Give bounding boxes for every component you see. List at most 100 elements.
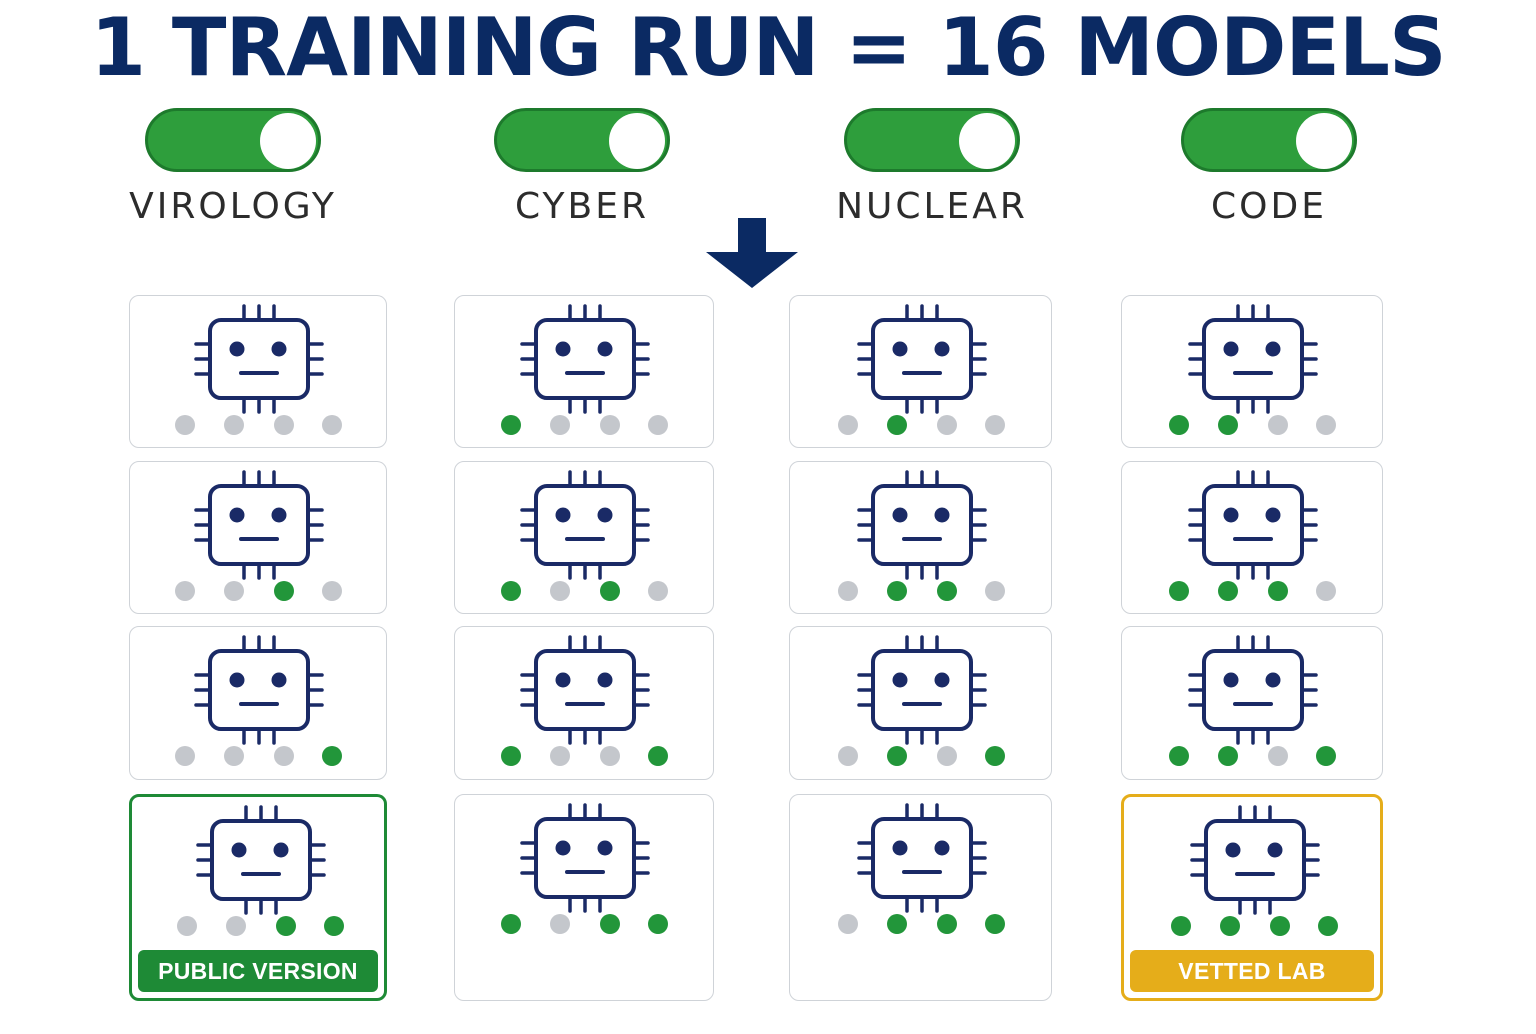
dot-enabled (1169, 415, 1189, 435)
dot-disabled (984, 415, 1005, 435)
dot-enabled (1169, 746, 1189, 766)
dot-enabled (1171, 916, 1191, 936)
dot-disabled (550, 746, 570, 766)
vetted-version-badge: VETTED LAB VERSION (1130, 950, 1374, 1026)
toggle-label: CYBER (515, 186, 649, 227)
chip-robot-icon (1190, 805, 1320, 915)
dot-disabled (648, 415, 668, 435)
chip-robot-icon (196, 805, 326, 915)
dot-enabled (501, 746, 521, 766)
model-card[interactable]: PUBLIC VERSION (129, 794, 387, 1001)
public-version-badge: PUBLIC VERSION (138, 950, 378, 992)
dot-disabled (837, 415, 858, 435)
model-card[interactable] (789, 295, 1052, 448)
capability-dots (790, 914, 1051, 936)
chip-robot-icon (856, 304, 987, 414)
dot-disabled (550, 581, 570, 601)
dot-disabled (1316, 415, 1336, 435)
dot-disabled (226, 916, 246, 936)
dot-enabled (600, 914, 620, 934)
model-card[interactable]: VETTED LAB VERSION (1121, 794, 1383, 1026)
model-card[interactable] (1121, 295, 1383, 448)
dot-disabled (274, 415, 294, 435)
dot-disabled (322, 415, 342, 435)
capability-dots (1122, 415, 1382, 437)
model-card[interactable] (789, 794, 1052, 1001)
model-card[interactable] (129, 626, 387, 780)
toggle-cyber[interactable] (494, 108, 670, 172)
dot-disabled (224, 746, 244, 766)
capability-dots (790, 746, 1051, 768)
model-card[interactable] (454, 626, 714, 780)
dot-disabled (175, 746, 195, 766)
model-card[interactable] (1121, 626, 1383, 780)
dot-disabled (837, 746, 858, 766)
toggle-label: NUCLEAR (836, 186, 1028, 227)
dot-disabled (648, 581, 668, 601)
model-card[interactable] (789, 626, 1052, 780)
dot-disabled (322, 581, 342, 601)
dot-enabled (501, 581, 521, 601)
toggle-virology[interactable] (145, 108, 321, 172)
dot-enabled (1218, 415, 1238, 435)
dot-disabled (550, 415, 570, 435)
dot-enabled (1218, 746, 1238, 766)
toggle-group-nuclear: NUCLEAR (812, 108, 1052, 227)
dot-enabled (886, 914, 907, 934)
capability-dots (130, 581, 386, 603)
chip-robot-icon (1188, 304, 1318, 414)
dot-disabled (984, 581, 1005, 601)
down-arrow-icon (706, 218, 798, 288)
chip-robot-icon (856, 635, 987, 745)
chip-robot-icon (520, 304, 650, 414)
model-card[interactable] (789, 461, 1052, 614)
toggle-group-virology: VIROLOGY (113, 108, 353, 227)
dot-enabled (1316, 746, 1336, 766)
capability-dots (1124, 916, 1380, 938)
chip-robot-icon (194, 470, 324, 580)
dot-enabled (648, 746, 668, 766)
capability-dots (455, 914, 713, 936)
dot-enabled (1169, 581, 1189, 601)
dot-disabled (224, 415, 244, 435)
chip-robot-icon (1188, 635, 1318, 745)
model-card[interactable] (129, 295, 387, 448)
dot-disabled (550, 914, 570, 934)
dot-enabled (886, 746, 907, 766)
capability-dots (132, 916, 384, 938)
model-card[interactable] (454, 461, 714, 614)
toggle-group-cyber: CYBER (462, 108, 702, 227)
dot-disabled (600, 415, 620, 435)
dot-enabled (1218, 581, 1238, 601)
dot-enabled (322, 746, 342, 766)
chip-robot-icon (1188, 470, 1318, 580)
toggle-label: VIROLOGY (129, 186, 337, 227)
dot-enabled (936, 914, 957, 934)
capability-dots (455, 415, 713, 437)
dot-enabled (276, 916, 296, 936)
model-card[interactable] (1121, 461, 1383, 614)
dot-enabled (1270, 916, 1290, 936)
dot-enabled (886, 415, 907, 435)
dot-disabled (1316, 581, 1336, 601)
page-title: 1 TRAINING RUN = 16 MODELS (90, 1, 1446, 94)
dot-disabled (224, 581, 244, 601)
chip-robot-icon (856, 470, 987, 580)
model-card[interactable] (129, 461, 387, 614)
chip-robot-icon (520, 635, 650, 745)
capability-dots (1122, 581, 1382, 603)
dot-disabled (936, 415, 957, 435)
model-card[interactable] (454, 295, 714, 448)
capability-dots (455, 581, 713, 603)
toggle-knob (1296, 113, 1352, 169)
model-card[interactable] (454, 794, 714, 1001)
capability-dots (130, 746, 386, 768)
dot-enabled (324, 916, 344, 936)
dot-enabled (501, 415, 521, 435)
dot-disabled (1268, 746, 1288, 766)
toggle-knob (609, 113, 665, 169)
toggle-code[interactable] (1181, 108, 1357, 172)
capability-dots (130, 415, 386, 437)
toggle-nuclear[interactable] (844, 108, 1020, 172)
dot-disabled (175, 581, 195, 601)
